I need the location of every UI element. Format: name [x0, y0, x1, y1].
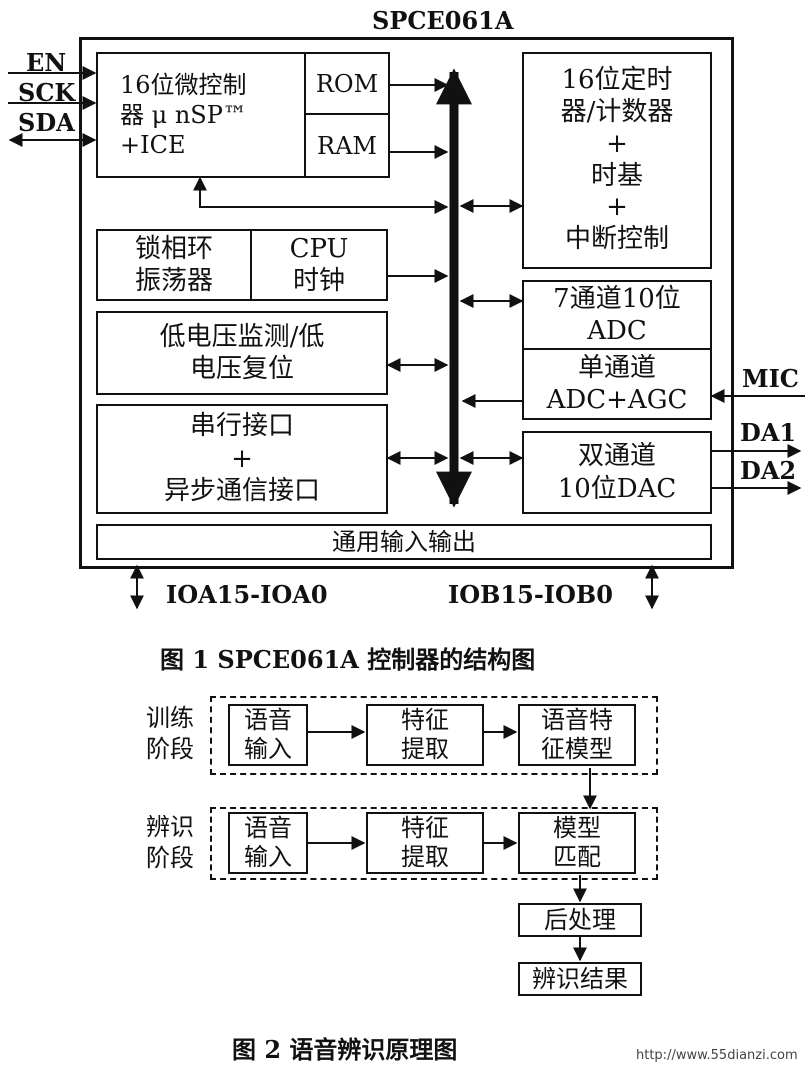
speech-feature-model-box: 语音特 征模型 — [518, 704, 636, 766]
pin-mic-label: MIC — [742, 364, 799, 393]
speech-feature-model-line-1: 语音特 — [541, 706, 613, 735]
model-match-line-2: 匹配 — [553, 843, 601, 871]
result-label: 辨识结果 — [532, 965, 628, 993]
adc-agc-line-1: 单通道 — [577, 352, 656, 383]
timer-line-5: + — [606, 192, 628, 223]
figure-2-caption: 图 2 语音辨识原理图 — [232, 1035, 458, 1064]
watermark: http://www.55dianzi.com — [636, 1048, 798, 1063]
speech-feature-model-line-2: 征模型 — [541, 735, 613, 763]
model-match-line-1: 模型 — [553, 814, 601, 843]
training-stage-line-1: 训练 — [146, 704, 194, 732]
recognition-stage-frame — [210, 807, 658, 880]
cpu-clock-line-1: CPU — [289, 233, 349, 264]
dac-line-1: 双通道 — [577, 441, 656, 471]
pin-iob-label: IOB15-IOB0 — [448, 580, 613, 609]
result-box: 辨识结果 — [518, 962, 642, 996]
ram-block: RAM — [304, 113, 390, 178]
recog-speech-input-line-2: 输入 — [244, 843, 292, 871]
pin-sck-label: SCK — [18, 78, 76, 107]
train-speech-input-line-1: 语音 — [244, 706, 292, 735]
cpu-clock-block: CPU 时钟 — [250, 229, 388, 301]
rom-block: ROM — [304, 52, 390, 115]
training-stage-label: 训练 阶段 — [146, 703, 194, 765]
pin-da2-label: DA2 — [740, 456, 797, 485]
pll-line-2: 振荡器 — [134, 266, 213, 296]
serial-line-2: + — [231, 443, 253, 474]
training-stage-frame — [210, 696, 658, 775]
recog-speech-input-box: 语音 输入 — [228, 812, 308, 874]
mcu-line-1: 16位微控制 — [120, 71, 247, 99]
adc-agc-line-2: ADC+AGC — [546, 385, 688, 415]
timer-line-2: 器/计数器 — [560, 97, 674, 128]
ram-label: RAM — [317, 131, 377, 160]
post-process-label: 后处理 — [544, 906, 616, 934]
pll-block: 锁相环 振荡器 — [96, 229, 252, 301]
rom-label: ROM — [315, 69, 379, 98]
recog-feature-extract-line-2: 提取 — [401, 843, 449, 871]
lvd-line-2: 电压复位 — [189, 354, 294, 384]
pin-ioa-label: IOA15-IOA0 — [166, 580, 328, 609]
serial-block: 串行接口 + 异步通信接口 — [96, 404, 388, 514]
timer-line-1: 16位定时 — [561, 65, 673, 96]
mcu-bus-link — [193, 176, 449, 214]
train-speech-input-box: 语音 输入 — [228, 704, 308, 766]
mcu-line-2: 器 μ nSP™ — [120, 101, 247, 129]
pin-da1-label: DA1 — [740, 418, 797, 447]
recog-speech-input-line-1: 语音 — [244, 814, 292, 843]
dac-block: 双通道 10位DAC — [522, 431, 712, 514]
chip-outline — [79, 37, 734, 569]
dac-line-2: 10位DAC — [557, 473, 677, 504]
gpio-label: 通用输入输出 — [332, 528, 476, 556]
adc7-line-1: 7通道10位 — [553, 283, 681, 314]
recognition-stage-label: 辨识 阶段 — [146, 812, 194, 874]
recognition-stage-line-1: 辨识 — [146, 813, 194, 841]
train-feature-extract-line-1: 特征 — [401, 706, 449, 735]
pll-line-1: 锁相环 — [134, 233, 213, 264]
pin-en-label: EN — [26, 48, 67, 77]
lvd-block: 低电压监测/低 电压复位 — [96, 311, 388, 395]
figure-1-caption: 图 1 SPCE061A 控制器的结构图 — [160, 645, 536, 674]
adc7-block: 7通道10位 ADC — [522, 280, 712, 350]
post-process-box: 后处理 — [518, 903, 642, 937]
pin-sda-label: SDA — [18, 108, 75, 137]
train-feature-extract-line-2: 提取 — [401, 735, 449, 763]
timer-line-3: + — [606, 128, 628, 159]
train-feature-extract-box: 特征 提取 — [366, 704, 484, 766]
mcu-line-3: +ICE — [120, 131, 186, 159]
recog-feature-extract-box: 特征 提取 — [366, 812, 484, 874]
timer-line-6: 中断控制 — [564, 223, 669, 254]
timer-block: 16位定时 器/计数器 + 时基 + 中断控制 — [522, 52, 712, 269]
timer-line-4: 时基 — [590, 160, 643, 191]
training-stage-line-2: 阶段 — [146, 735, 194, 764]
train-speech-input-line-2: 输入 — [244, 735, 292, 763]
mcu-block: 16位微控制 器 μ nSP™ +ICE — [96, 52, 306, 178]
gpio-block: 通用输入输出 — [96, 524, 712, 560]
lvd-line-1: 低电压监测/低 — [159, 321, 325, 352]
recognition-stage-line-2: 阶段 — [146, 844, 194, 873]
chip-label: SPCE061A — [372, 6, 514, 35]
cpu-clock-line-2: 时钟 — [292, 266, 345, 296]
serial-line-3: 异步通信接口 — [163, 476, 320, 507]
adc-agc-block: 单通道 ADC+AGC — [522, 348, 712, 420]
adc7-line-2: ADC — [587, 316, 647, 346]
recog-feature-extract-line-1: 特征 — [401, 814, 449, 843]
model-match-box: 模型 匹配 — [518, 812, 636, 874]
serial-line-1: 串行接口 — [189, 411, 294, 442]
